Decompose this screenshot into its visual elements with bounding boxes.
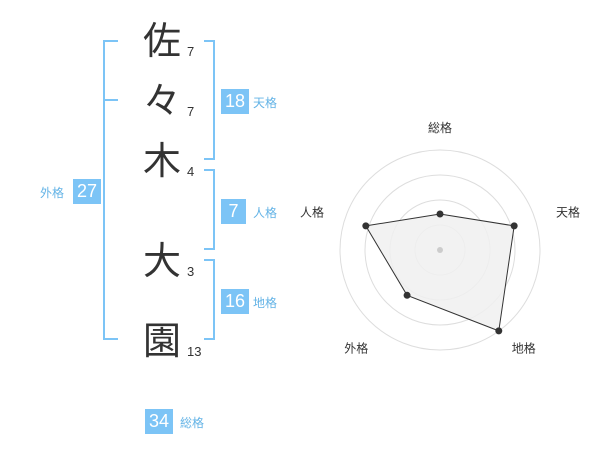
stroke-count-5: 13	[187, 344, 202, 359]
name-char-2: 々	[142, 79, 181, 123]
gaikaku-badge: 27	[73, 179, 102, 204]
name-char-5: 園	[142, 319, 181, 363]
jinkaku-bracket	[204, 169, 215, 250]
tenkaku-label: 天格	[253, 96, 278, 110]
jinkaku-label: 人格	[253, 206, 278, 220]
radar-axis-label-3: 地格	[512, 341, 536, 356]
gaikaku-bracket	[103, 40, 118, 340]
soukaku-label: 総格	[180, 416, 205, 430]
jinkaku-badge: 7	[221, 199, 246, 224]
name-char-1: 佐	[142, 19, 181, 63]
radar-point-3	[495, 327, 503, 335]
soukaku-badge: 34	[145, 409, 174, 434]
name-char-3: 木	[142, 139, 181, 183]
stroke-count-3: 4	[187, 164, 195, 179]
radar-point-4	[403, 291, 411, 299]
stroke-count-1: 7	[187, 44, 195, 59]
radar-axis-label-2: 天格	[556, 204, 580, 219]
radar-axis-label-4: 外格	[344, 341, 368, 356]
chikaku-badge: 16	[221, 289, 250, 314]
stroke-count-4: 3	[187, 264, 195, 279]
radar-point-5	[362, 222, 370, 230]
radar-axis-label-1: 総格	[428, 120, 452, 135]
chikaku-label: 地格	[253, 296, 278, 310]
radar-polygon	[365, 213, 515, 332]
gaikaku-label: 外格	[40, 186, 65, 200]
tenkaku-badge: 18	[221, 89, 250, 114]
radar-point-2	[510, 222, 518, 230]
radar-center-dot	[437, 247, 443, 253]
chikaku-bracket	[204, 259, 215, 340]
radar-axis-label-5: 人格	[300, 204, 324, 219]
radar-point-1	[436, 210, 444, 218]
tenkaku-bracket	[204, 40, 215, 160]
name-char-4: 大	[142, 239, 181, 283]
stroke-count-2: 7	[187, 104, 195, 119]
radar-ring	[364, 174, 516, 326]
